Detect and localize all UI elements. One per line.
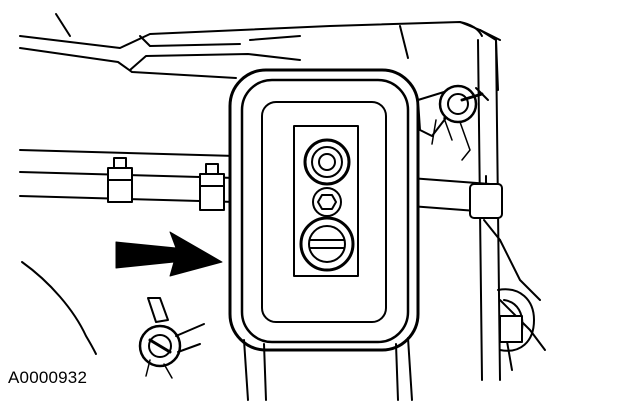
lower-right-connector: [497, 288, 535, 352]
lower-port: [299, 216, 355, 272]
upper-port: [303, 138, 351, 186]
figure-reference-id: A0000932: [8, 368, 88, 387]
lower-supports: [243, 337, 413, 401]
rail-clip-left: [107, 157, 133, 203]
center-hex-nut: [312, 187, 342, 217]
lower-left-hose: [21, 261, 97, 355]
direction-arrow: [115, 231, 223, 277]
side-bracket-clip: [469, 175, 503, 241]
upper-right-connector: [417, 84, 489, 161]
loose-connector: [138, 297, 205, 379]
upper-housing: [19, 13, 501, 91]
inner-plate: [293, 125, 359, 277]
rail-clip-right: [199, 163, 225, 211]
